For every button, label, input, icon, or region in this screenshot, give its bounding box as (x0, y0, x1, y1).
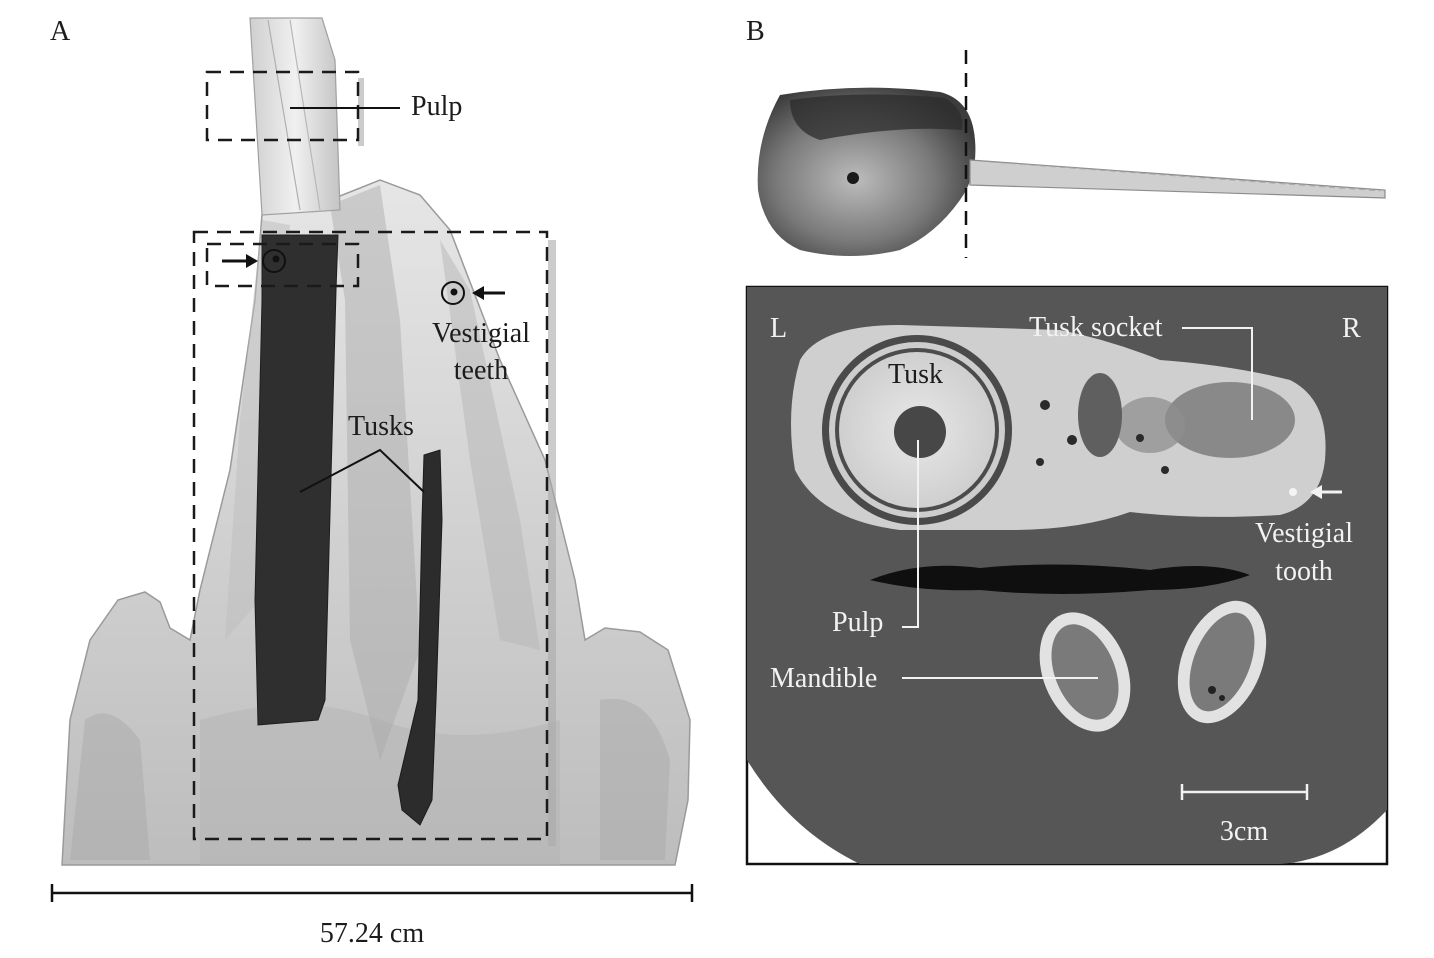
label-left: L (770, 313, 788, 344)
label-tusks: Tusks (348, 411, 414, 442)
panel-b-head-photo (757, 50, 1386, 258)
label-right: R (1342, 313, 1361, 344)
panel-a-specimen (61, 17, 691, 866)
scale-label-a: 57.24 cm (319, 918, 425, 949)
label-vestigial-tooth-line2: tooth (1275, 556, 1333, 587)
label-vestigial-teeth-line2: teeth (453, 355, 509, 386)
panel-b-ct-slice (745, 285, 1389, 866)
panel-b-letter: B (746, 16, 765, 47)
panel-a-scale-bar (50, 884, 694, 902)
label-mandible: Mandible (770, 663, 878, 694)
vestigial-region-box (205, 242, 360, 288)
vestigial-tooth-right-circle (441, 281, 465, 305)
label-pulp-a: Pulp (411, 91, 463, 122)
panel-a-vestigial-markers (222, 249, 505, 305)
panel-a-letter: A (50, 16, 71, 47)
panel-a-dashed-boxes (192, 70, 549, 841)
vestigial-tooth-left-circle (262, 249, 286, 273)
pulp-cavity (894, 406, 946, 458)
panel-b-leader-lines (902, 327, 1253, 679)
panel-b-scale-bar (1180, 784, 1309, 800)
label-tusk: Tusk (888, 359, 944, 390)
rostrum-region-box (192, 230, 549, 841)
vestigial-tooth-arrow-icon (1310, 485, 1342, 499)
pulp-region-box (205, 70, 360, 142)
label-tusk-socket: Tusk socket (1029, 312, 1163, 343)
panel-a-leader-lines (290, 107, 425, 493)
label-vestigial-teeth-line1: Vestigial (432, 318, 530, 349)
label-vestigial-tooth-line1: Vestigial (1255, 518, 1353, 549)
scale-label-b: 3cm (1219, 816, 1269, 847)
label-pulp-b: Pulp (832, 607, 884, 638)
